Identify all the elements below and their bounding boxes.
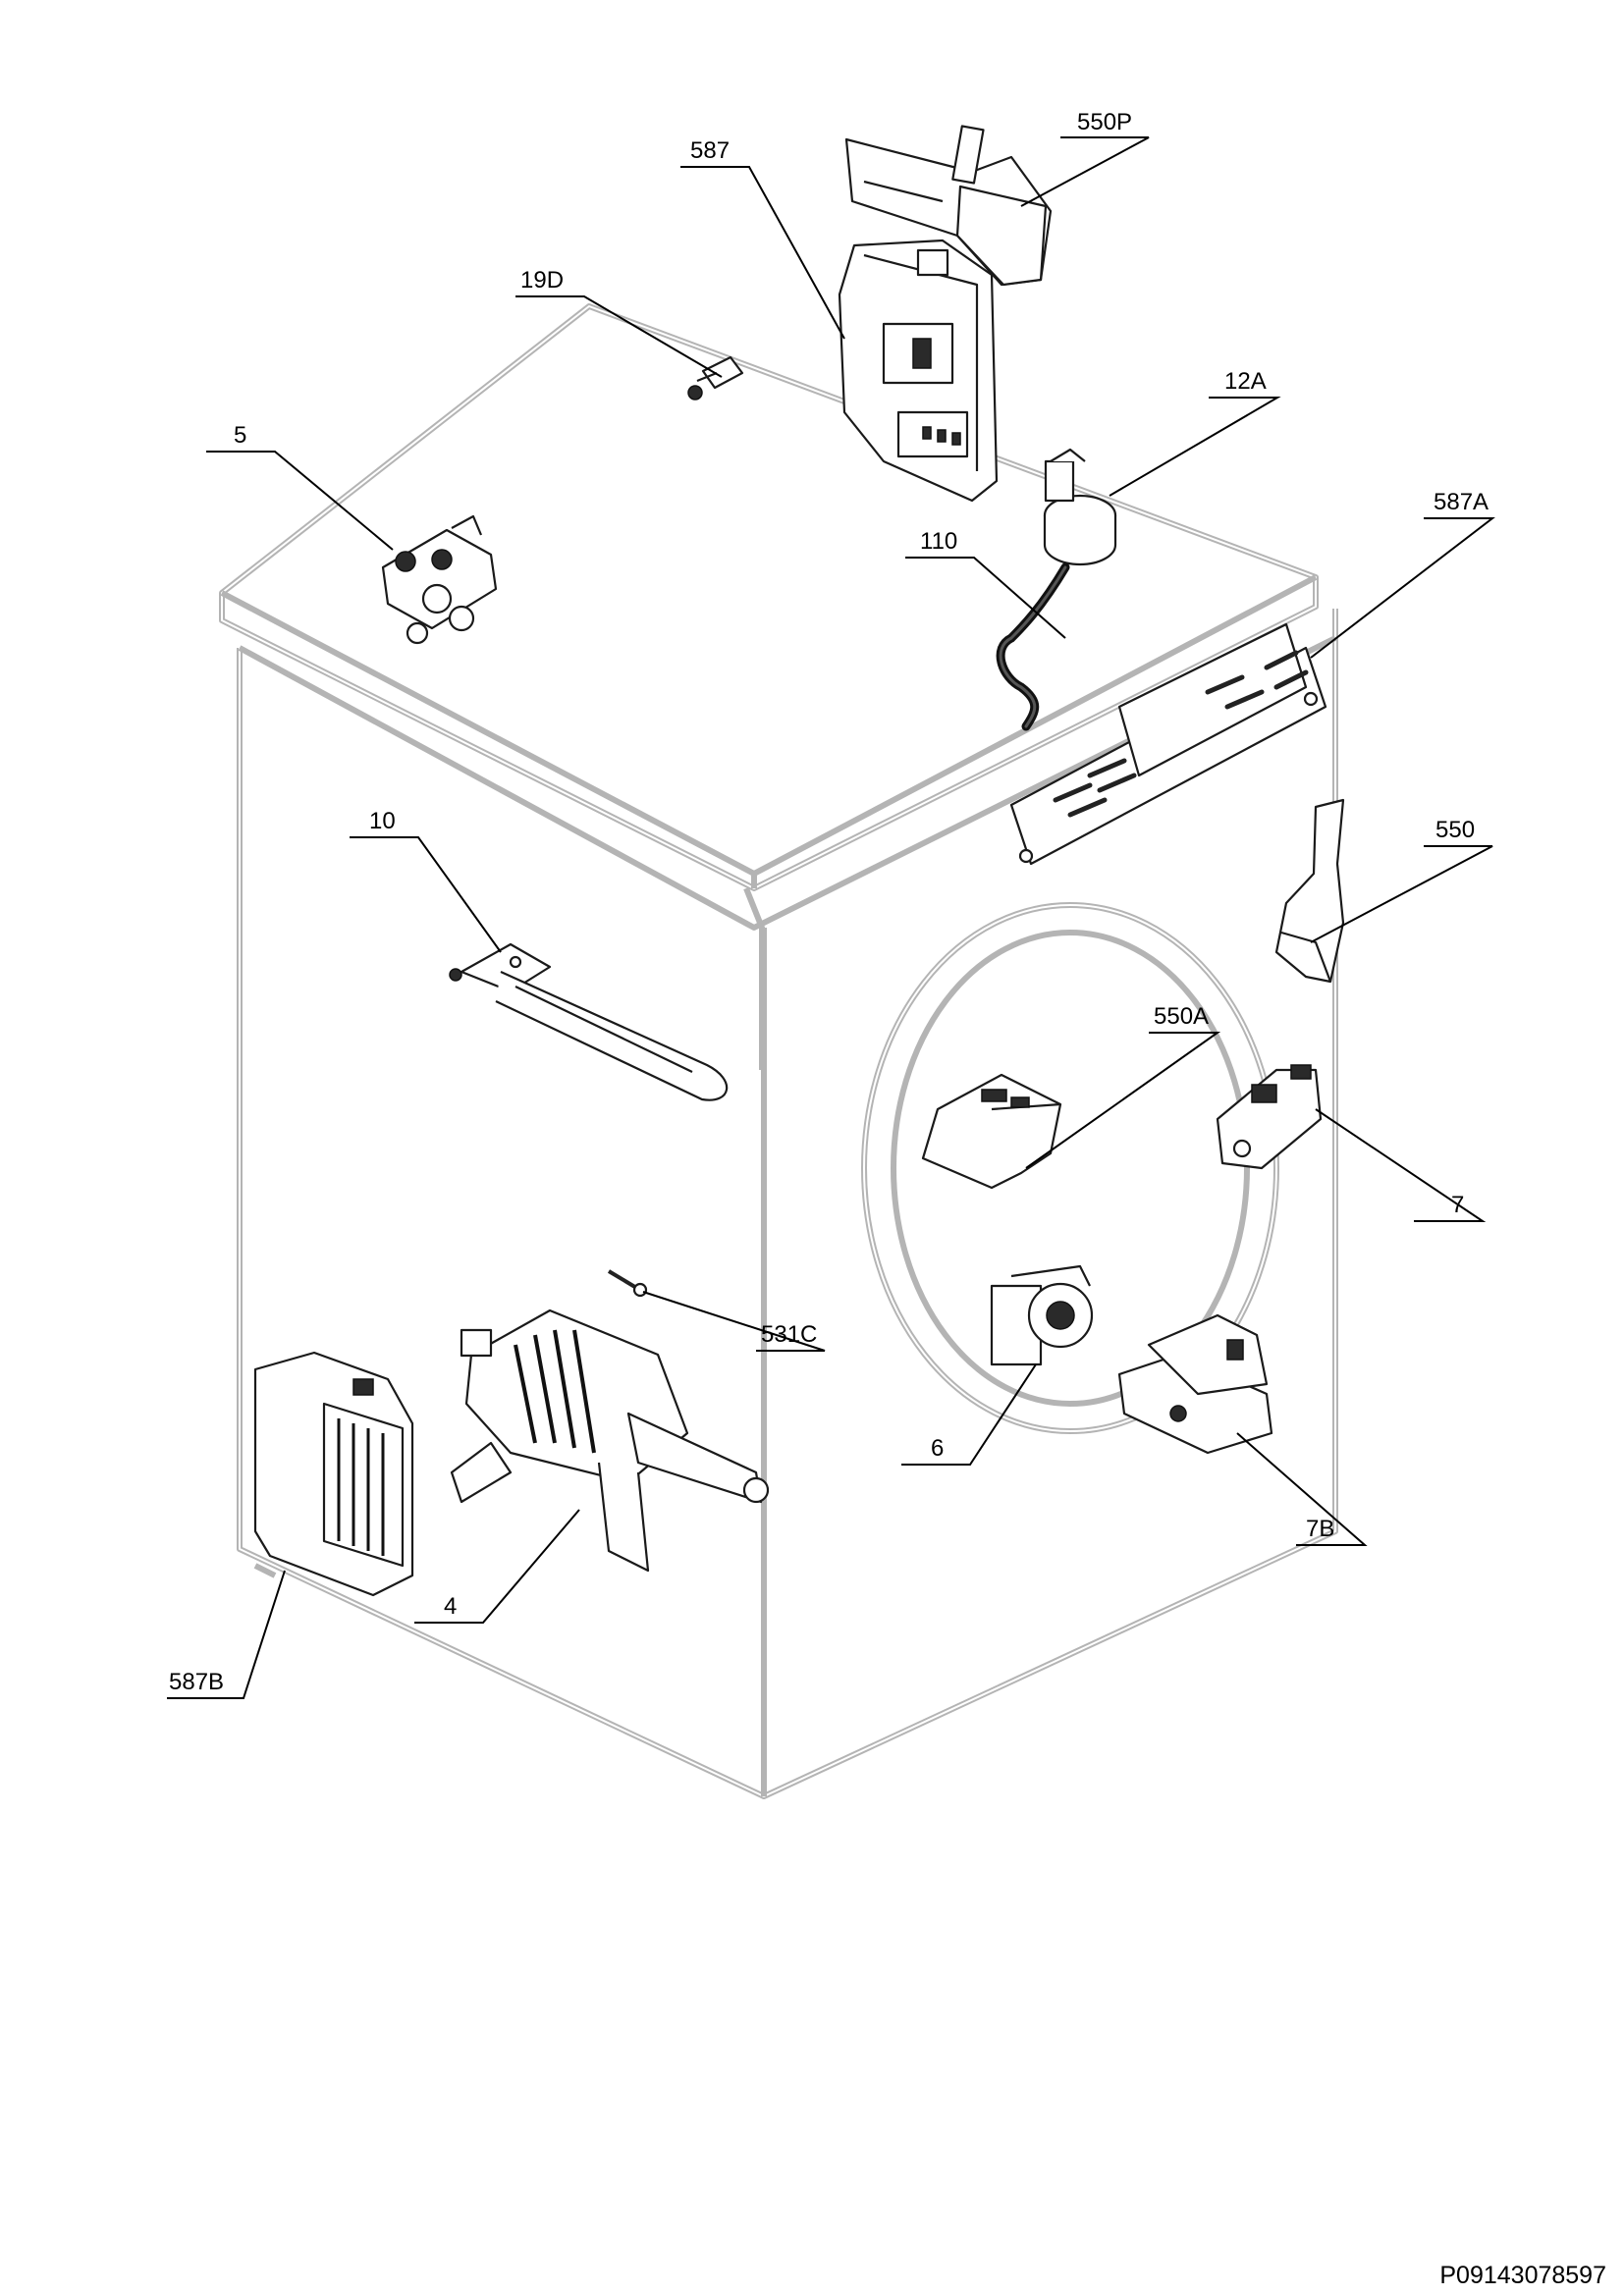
label-19D: 19D [520,267,564,294]
part-550-bracket [1274,798,1345,984]
part-6-drain-pump [990,1264,1094,1366]
part-10-heating-element [449,942,729,1101]
label-587A: 587A [1434,489,1489,515]
part-587B-control-module [253,1351,414,1597]
label-531C: 531C [761,1321,817,1348]
label-5: 5 [234,422,246,449]
label-7: 7 [1451,1192,1464,1218]
part-550A-cover [921,1073,1062,1190]
part-4-motor [450,1308,770,1573]
label-587B: 587B [169,1669,224,1695]
part-7B-lock-base [1117,1313,1273,1455]
leader-lines [167,136,1495,1699]
part-550P-cover [844,125,1053,287]
label-10: 10 [369,808,396,834]
part-587A-connector-block [1009,622,1327,866]
label-6: 6 [931,1435,944,1462]
part-19D-clip [687,355,744,400]
part-531C-screw [607,1269,648,1298]
part-12A-pressure-switch [1043,448,1117,566]
part-5-inlet-valve [381,514,498,645]
callout-labels: 550P 587 19D 12A 5 110 587A 10 550 550A … [169,109,1489,1695]
label-550: 550 [1435,817,1475,843]
label-7B: 7B [1306,1516,1334,1542]
label-587: 587 [690,137,730,164]
label-110: 110 [920,528,957,555]
label-12A: 12A [1224,368,1267,395]
label-550A: 550A [1154,1003,1209,1030]
document-code: P09143078597 [1439,2262,1606,2289]
part-110-hose [996,562,1070,731]
label-4: 4 [444,1593,457,1620]
washer-cabinet-outline [219,303,1338,1799]
part-7-door-lock [1216,1064,1323,1170]
part-587-electronic-board [838,239,999,503]
label-550P: 550P [1077,109,1132,135]
